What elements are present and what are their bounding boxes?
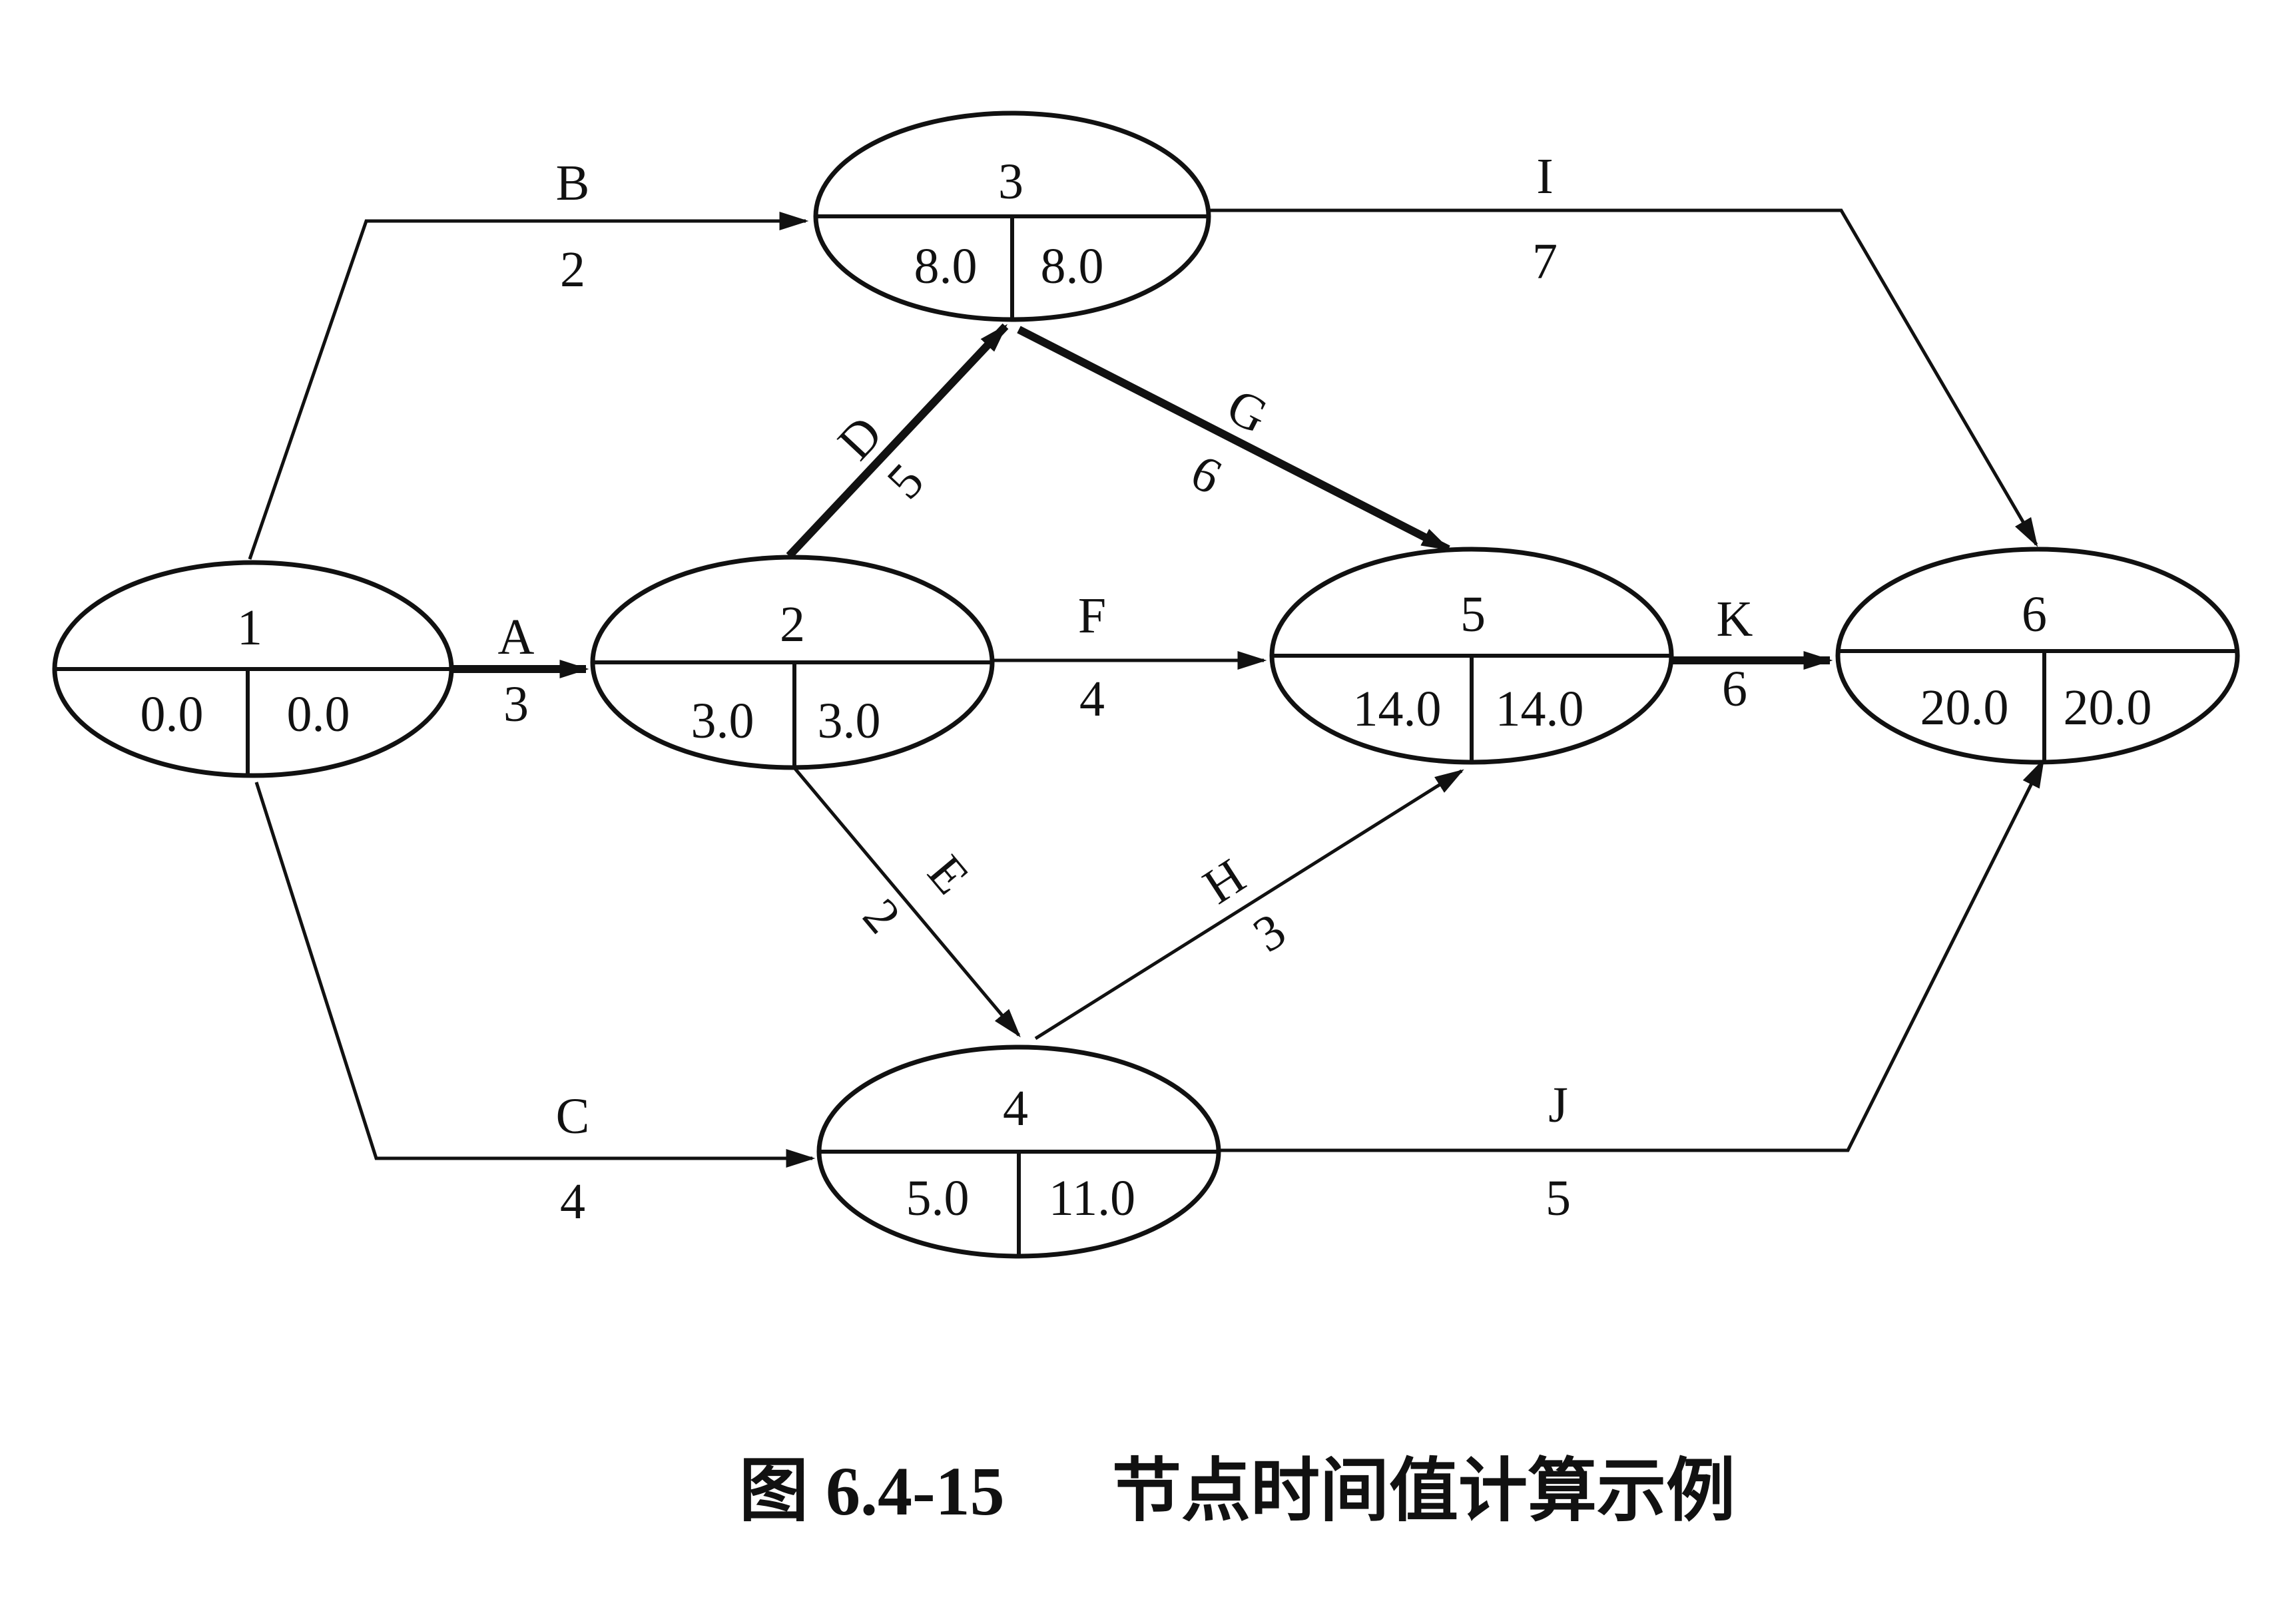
activity-i: I 7 [1209, 148, 2038, 547]
activity-e-arrow [791, 764, 1021, 1038]
activity-a-duration: 3 [503, 676, 529, 732]
activity-a-name: A [498, 609, 535, 665]
node-4-number: 4 [1003, 1080, 1028, 1136]
activity-j: J 5 [1219, 758, 2045, 1226]
figure-caption: 图 6.4-15 节点时间值计算示例 [739, 1453, 1735, 1530]
node-2-right-value: 3.0 [818, 693, 881, 749]
activity-h-arrow [1034, 769, 1464, 1041]
activity-b-arrow [248, 212, 809, 560]
activity-e-name: E [917, 845, 980, 905]
node-1-number: 1 [237, 600, 262, 656]
node-5-right-value: 14.0 [1496, 681, 1584, 737]
node-5-left-value: 14.0 [1353, 681, 1442, 737]
node-4-right-value: 11.0 [1049, 1170, 1135, 1226]
node-2-number: 2 [780, 596, 805, 652]
node-3-number: 3 [998, 154, 1023, 210]
activity-k-duration: 6 [1722, 661, 1747, 717]
activity-c-name: C [556, 1088, 590, 1144]
activity-f-duration: 4 [1079, 671, 1105, 727]
activity-g: G 6 [1017, 326, 1451, 553]
activity-h-duration: 3 [1244, 902, 1296, 963]
node-3-left-value: 8.0 [914, 238, 978, 294]
figure-number: 图 6.4-15 [739, 1453, 1005, 1530]
activity-b: B 2 [248, 155, 809, 560]
node-4-left-value: 5.0 [906, 1170, 970, 1226]
node-2: 2 3.0 3.0 [590, 555, 995, 770]
node-6-right-value: 20.0 [2064, 680, 2152, 736]
activity-k: K 6 [1665, 591, 1833, 717]
activity-j-name: J [1548, 1077, 1568, 1133]
node-4: 4 5.0 11.0 [816, 1044, 1221, 1259]
node-6-number: 6 [2022, 586, 2047, 642]
activity-h: H 3 [1034, 769, 1464, 1041]
node-3: 3 8.0 8.0 [813, 111, 1211, 322]
activity-i-arrow [1209, 208, 2038, 547]
node-6-left-value: 20.0 [1920, 680, 2009, 736]
activity-f: F 4 [992, 588, 1267, 727]
activity-e-duration: 2 [852, 888, 912, 943]
node-6: 6 20.0 20.0 [1835, 547, 2240, 765]
activity-c-arrow [254, 782, 816, 1168]
activity-e: E 2 [791, 764, 1021, 1038]
activity-i-duration: 7 [1532, 234, 1558, 290]
activity-a: A 3 [451, 609, 589, 732]
activity-b-duration: 2 [560, 242, 585, 298]
figure-title: 节点时间值计算示例 [1112, 1453, 1735, 1530]
activity-f-name: F [1078, 588, 1106, 644]
node-6-ellipse [1835, 547, 2240, 765]
activity-k-name: K [1717, 591, 1753, 647]
activity-b-name: B [556, 155, 590, 211]
activity-g-duration: 6 [1182, 444, 1230, 505]
activity-c-duration: 4 [560, 1174, 585, 1230]
activity-j-arrow [1219, 758, 2045, 1152]
node-5: 5 14.0 14.0 [1269, 547, 1674, 765]
node-1: 1 0.0 0.0 [52, 560, 454, 778]
activity-d-duration: 5 [876, 453, 934, 509]
node-5-number: 5 [1460, 586, 1486, 642]
activity-d-arrow [786, 323, 1009, 559]
activity-c: C 4 [254, 782, 816, 1230]
activity-g-arrow [1017, 326, 1451, 553]
node-1-left-value: 0.0 [141, 686, 204, 742]
node-1-right-value: 0.0 [287, 686, 350, 742]
activity-j-duration: 5 [1546, 1170, 1571, 1226]
node-2-left-value: 3.0 [691, 693, 754, 749]
activity-d: D 5 [786, 323, 1009, 559]
activity-i-name: I [1536, 148, 1553, 204]
node-3-right-value: 8.0 [1041, 238, 1104, 294]
